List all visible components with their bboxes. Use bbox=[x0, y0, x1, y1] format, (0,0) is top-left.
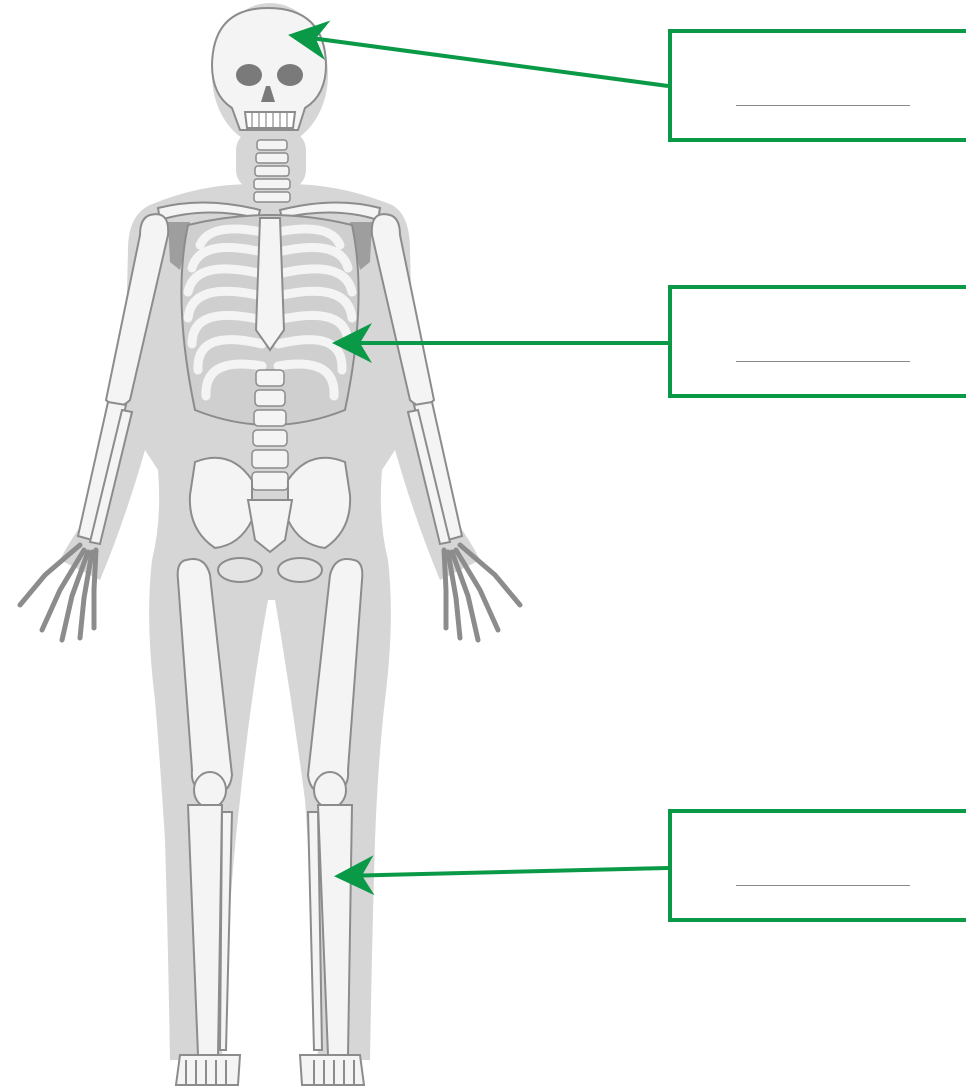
answer-line-rib-cage bbox=[736, 361, 910, 362]
skull-pointer-arrow bbox=[296, 36, 668, 86]
answer-line-shin bbox=[736, 885, 910, 886]
answer-line-skull bbox=[736, 105, 910, 106]
foot-bones bbox=[176, 1055, 364, 1085]
label-box-shin[interactable] bbox=[668, 809, 966, 922]
shin-pointer-arrow bbox=[342, 868, 668, 876]
label-box-skull[interactable] bbox=[668, 29, 966, 142]
leg-bones bbox=[178, 559, 363, 1055]
label-box-rib-cage[interactable] bbox=[668, 285, 966, 398]
cervical-spine bbox=[254, 140, 290, 202]
